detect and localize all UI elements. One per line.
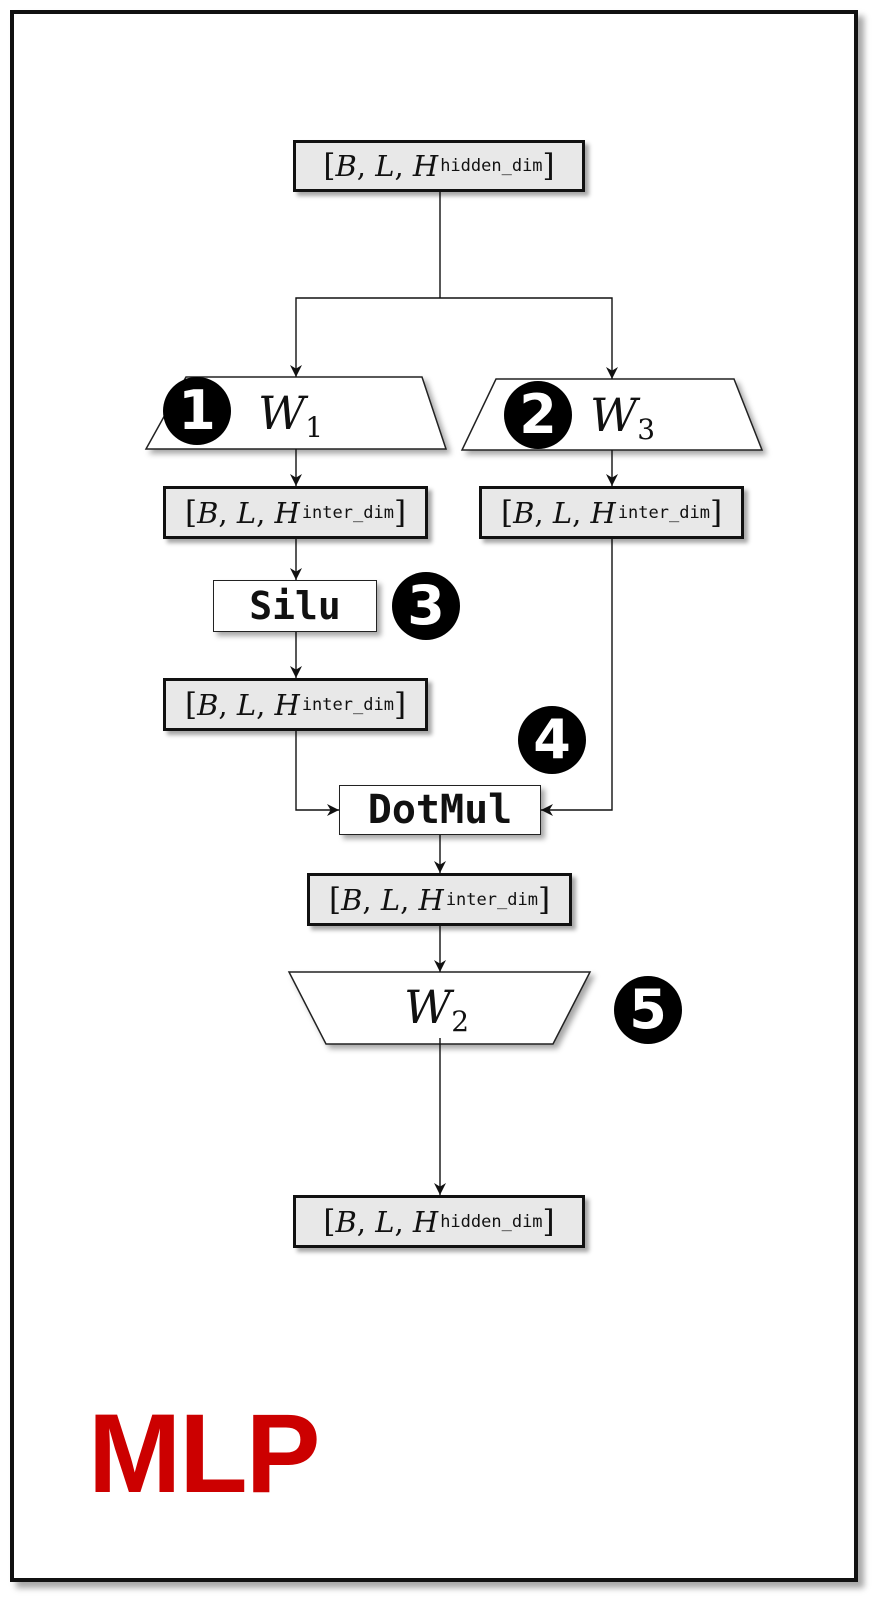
w3-label: W3 [590,388,656,446]
w1-label: W1 [258,386,324,444]
edge-to-w1 [290,297,440,377]
edge-to-w3 [440,297,618,379]
step-badge-4: 4 [518,706,586,774]
edge-left-dotmul [295,731,339,816]
step-badge-2: 2 [504,381,572,449]
silu-op: Silu [213,580,377,632]
step-badge-5: 5 [614,976,682,1044]
edge-right-dotmul [541,539,613,816]
w2-label: W2 [404,980,470,1038]
step-badge-3: 3 [392,572,460,640]
step-badge-1: 1 [163,377,231,445]
diagram-title: MLP [88,1391,320,1516]
w2-trapezoid [287,971,592,1045]
dotmul-op: DotMul [339,785,541,835]
